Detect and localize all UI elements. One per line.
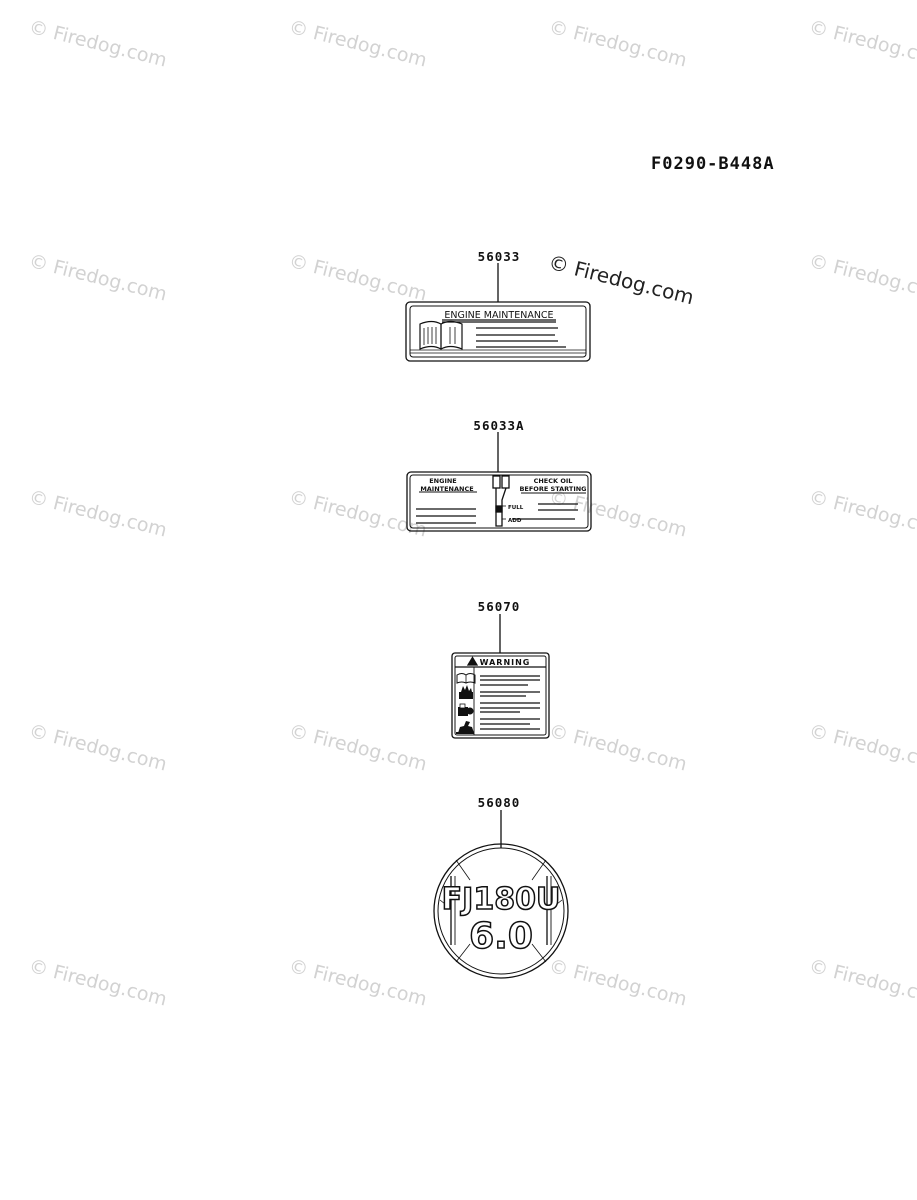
warning-title: WARNING (480, 658, 531, 667)
gauge-add-text: ADD (508, 518, 522, 524)
model-text: FJ180U (442, 882, 561, 917)
label-56033 (405, 301, 591, 362)
label-56080 (433, 843, 569, 979)
label-56033a (406, 471, 592, 532)
label-text: CHECK OIL (534, 477, 573, 485)
part-number[interactable]: 56070 (477, 599, 521, 614)
book-icon (419, 320, 463, 350)
part-number[interactable]: 56080 (477, 795, 521, 810)
book-icon (456, 673, 476, 684)
gauge-full-text: FULL (508, 505, 524, 511)
dipstick-icon (492, 475, 510, 527)
label-56070 (451, 652, 550, 739)
fuel-hazard-icon (458, 703, 474, 716)
rating-text: 6.0 (469, 916, 533, 957)
part-number[interactable]: 56033 (477, 249, 521, 264)
label-text: ENGINE (429, 477, 457, 485)
label-text: BEFORE STARTING (519, 485, 586, 493)
fire-hazard-icon (459, 685, 473, 699)
part-number[interactable]: 56033A (473, 418, 525, 433)
label-text: MAINTENANCE (420, 485, 473, 493)
diagram-code: F0290-B448A (651, 154, 775, 174)
exhaust-hazard-icon (456, 721, 474, 734)
warning-triangle-icon (466, 656, 479, 666)
label-title: ENGINE MAINTENANCE (444, 310, 553, 321)
